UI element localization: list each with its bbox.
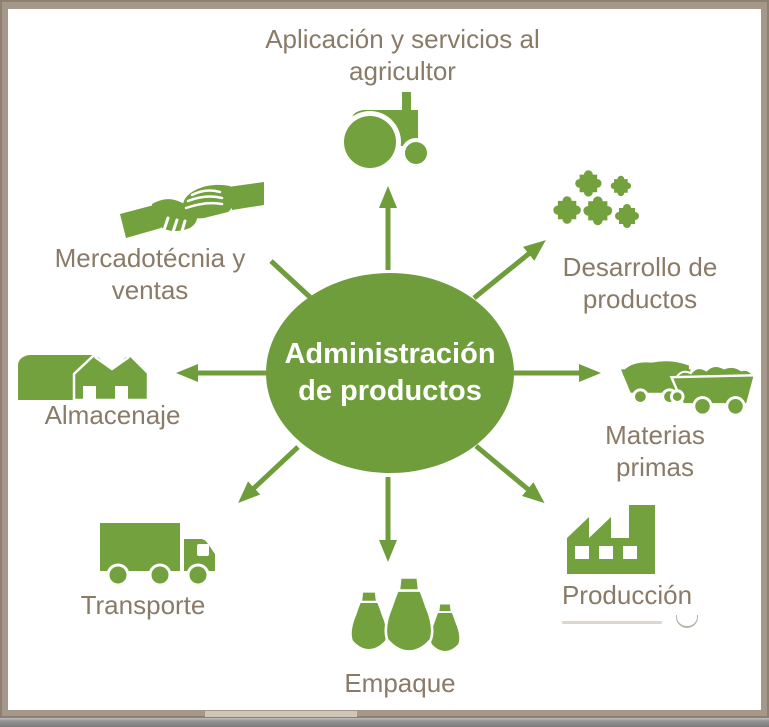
bottom-gray-bar [0,718,769,727]
center-ellipse: Administración de productos [266,273,514,473]
center-label: Administración de productos [284,337,496,407]
label-empaque: Empaque [344,668,456,698]
label-desarrollo-de-productos: Desarrollo de productos [562,252,718,314]
arrow-up-left-stub [269,259,314,301]
tractor-icon [332,90,444,172]
label-almacenaje: Almacenaje [44,400,181,430]
arrow-down-right [474,444,545,504]
label-aplicacion-y-servicios: Aplicación y servicios al agricultor [265,24,540,86]
arrow-down-left [238,445,300,503]
label-transporte: Transporte [80,590,206,620]
arrow-up-right [472,240,546,300]
harvest-wagons-icon [612,350,760,416]
puzzle-pieces-icon [553,170,653,250]
label-materias-primas: Materias primas [605,420,705,482]
factory-icon [563,500,669,576]
sacks-icon [342,577,462,663]
label-mercadotecnia-y-ventas: Mercadotécnia y ventas [54,243,246,305]
border-light-artifact [205,711,357,717]
label-produccion: Producción [561,580,693,610]
erased-text-artifact [562,621,662,624]
delivery-truck-icon [98,517,223,589]
handshake-icon [118,170,266,242]
warehouse-icon [17,350,149,402]
